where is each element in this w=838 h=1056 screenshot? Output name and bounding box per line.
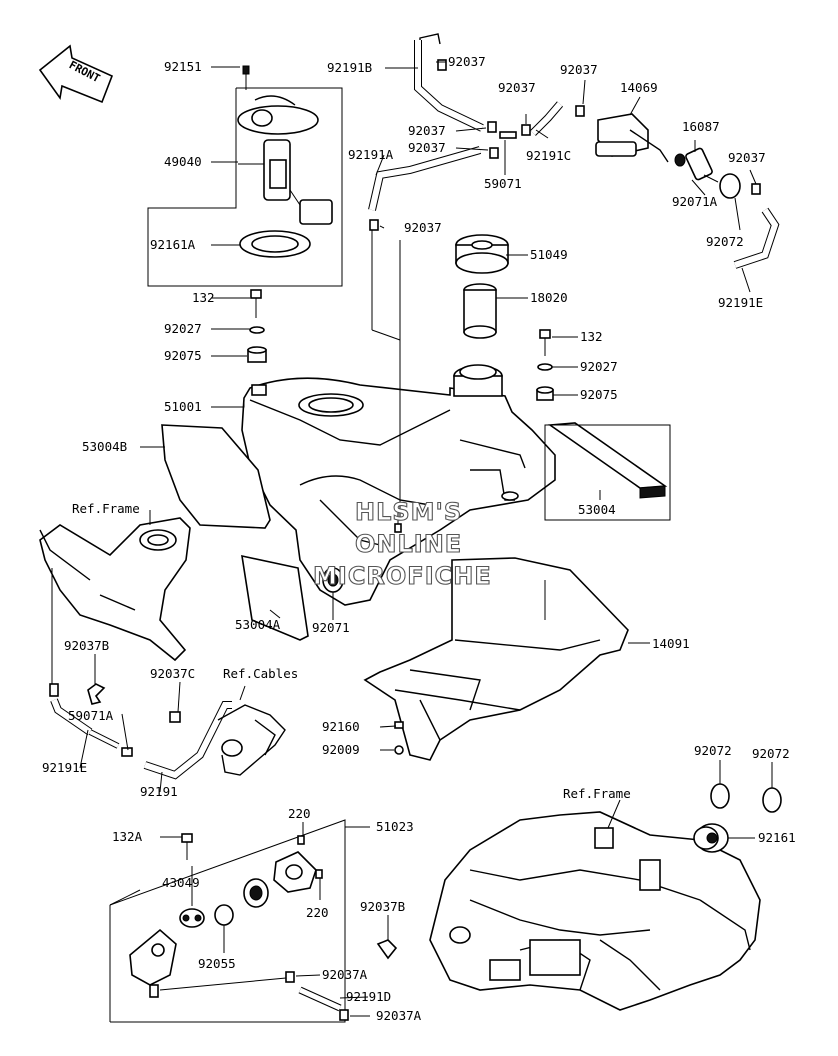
part-label: 92009 <box>322 742 360 757</box>
clamp-92072-lower-a <box>710 783 730 809</box>
part-label: 92037 <box>408 123 446 138</box>
part-label: 92037 <box>728 150 766 165</box>
part-label: 92055 <box>198 956 236 971</box>
grommet-92071 <box>322 567 344 593</box>
part-label: 92191A <box>348 147 394 162</box>
watermark-line-2: ONLINE <box>355 530 462 558</box>
part-label: 49040 <box>164 154 202 169</box>
part-label: 18020 <box>530 290 568 305</box>
fuel-line-92191e <box>49 683 286 780</box>
bolt-132-right <box>539 329 551 356</box>
fuel-cap <box>455 234 509 274</box>
frame-right <box>429 811 761 1011</box>
part-label: 51049 <box>530 247 568 262</box>
washer-92027-right <box>537 363 553 371</box>
filter-16087 <box>674 147 719 183</box>
part-label: 92161A <box>150 237 196 252</box>
part-label: 132A <box>112 829 143 844</box>
part-label: 59071A <box>68 708 114 723</box>
part-label: 14069 <box>620 80 658 95</box>
part-label: 92037 <box>560 62 598 77</box>
frame-left <box>39 517 191 690</box>
part-label: 220 <box>306 905 329 920</box>
part-label: 92151 <box>164 59 202 74</box>
part-label: 92071A <box>672 194 718 209</box>
part-label: 92027 <box>580 359 618 374</box>
clamp-92072-lower-b <box>762 787 782 813</box>
part-label: 132 <box>192 290 215 305</box>
filler-tube <box>463 283 497 339</box>
part-label: 51023 <box>376 819 414 834</box>
part-labels: 92151 49040 92161A 132 92027 92075 51001… <box>42 54 796 1023</box>
tank-cover <box>363 557 629 761</box>
part-label: 92075 <box>164 348 202 363</box>
part-label: 92191C <box>526 148 571 163</box>
pad-53004b <box>161 424 271 529</box>
part-label: 14091 <box>652 636 690 651</box>
part-label: 92037A <box>322 967 368 982</box>
part-label: 92027 <box>164 321 202 336</box>
part-label: 92160 <box>322 719 360 734</box>
part-label: 51001 <box>164 399 202 414</box>
hose-92191d <box>159 971 349 1021</box>
part-label: 92072 <box>752 746 790 761</box>
part-label: 53004A <box>235 617 281 632</box>
part-label: 92037 <box>404 220 442 235</box>
canister-14069 <box>595 113 669 163</box>
damper-92075-left <box>247 346 267 363</box>
fuel-pump-group <box>147 65 343 287</box>
part-label: 92191B <box>327 60 372 75</box>
leader-lines <box>79 61 773 1017</box>
part-label: 92072 <box>706 234 744 249</box>
part-label: 92037 <box>408 140 446 155</box>
front-arrow-icon: FRONT <box>38 44 114 104</box>
part-label: 92072 <box>694 743 732 758</box>
watermark-line-1: HLSM'S <box>355 498 462 526</box>
part-label: 92071 <box>312 620 350 635</box>
fuel-tank <box>241 364 556 606</box>
part-label: 92037B <box>360 899 405 914</box>
part-label: 92037 <box>448 54 486 69</box>
watermark: HLSM'S ONLINE MICROFICHE <box>312 497 492 590</box>
part-label: 92191E <box>42 760 87 775</box>
part-label: 92191E <box>718 295 763 310</box>
part-label: 16087 <box>682 119 720 134</box>
bolt-132-left <box>250 289 262 318</box>
part-label: 92161 <box>758 830 796 845</box>
clip-92037b-lower <box>376 939 398 960</box>
part-label: 92037A <box>376 1008 422 1023</box>
pad-53004 <box>544 422 671 521</box>
petcock-group <box>109 819 346 1023</box>
pad-53004a <box>241 554 309 641</box>
part-label: 92037 <box>498 80 536 95</box>
part-label: 220 <box>288 806 311 821</box>
part-label: 43049 <box>162 875 200 890</box>
part-label: 92191 <box>140 784 178 799</box>
note-ref-cables: Ref.Cables <box>223 666 298 681</box>
part-label: 53004 <box>578 502 616 517</box>
note-ref-frame-right: Ref.Frame <box>563 786 631 801</box>
damper-92075-right <box>536 386 554 401</box>
watermark-line-3: MICROFICHE <box>313 562 492 590</box>
grommet-92161 <box>693 823 729 853</box>
part-label: 132 <box>580 329 603 344</box>
part-label: 53004B <box>82 439 127 454</box>
clamp-92072-top <box>719 173 741 199</box>
breather-hoses <box>368 33 780 520</box>
note-ref-frame-left: Ref.Frame <box>72 501 140 516</box>
part-label: 59071 <box>484 176 522 191</box>
washer-92027-left <box>249 326 265 334</box>
part-label: 92037C <box>150 666 195 681</box>
part-label: 92075 <box>580 387 618 402</box>
part-label: 92191D <box>346 989 391 1004</box>
part-label: 92037B <box>64 638 109 653</box>
